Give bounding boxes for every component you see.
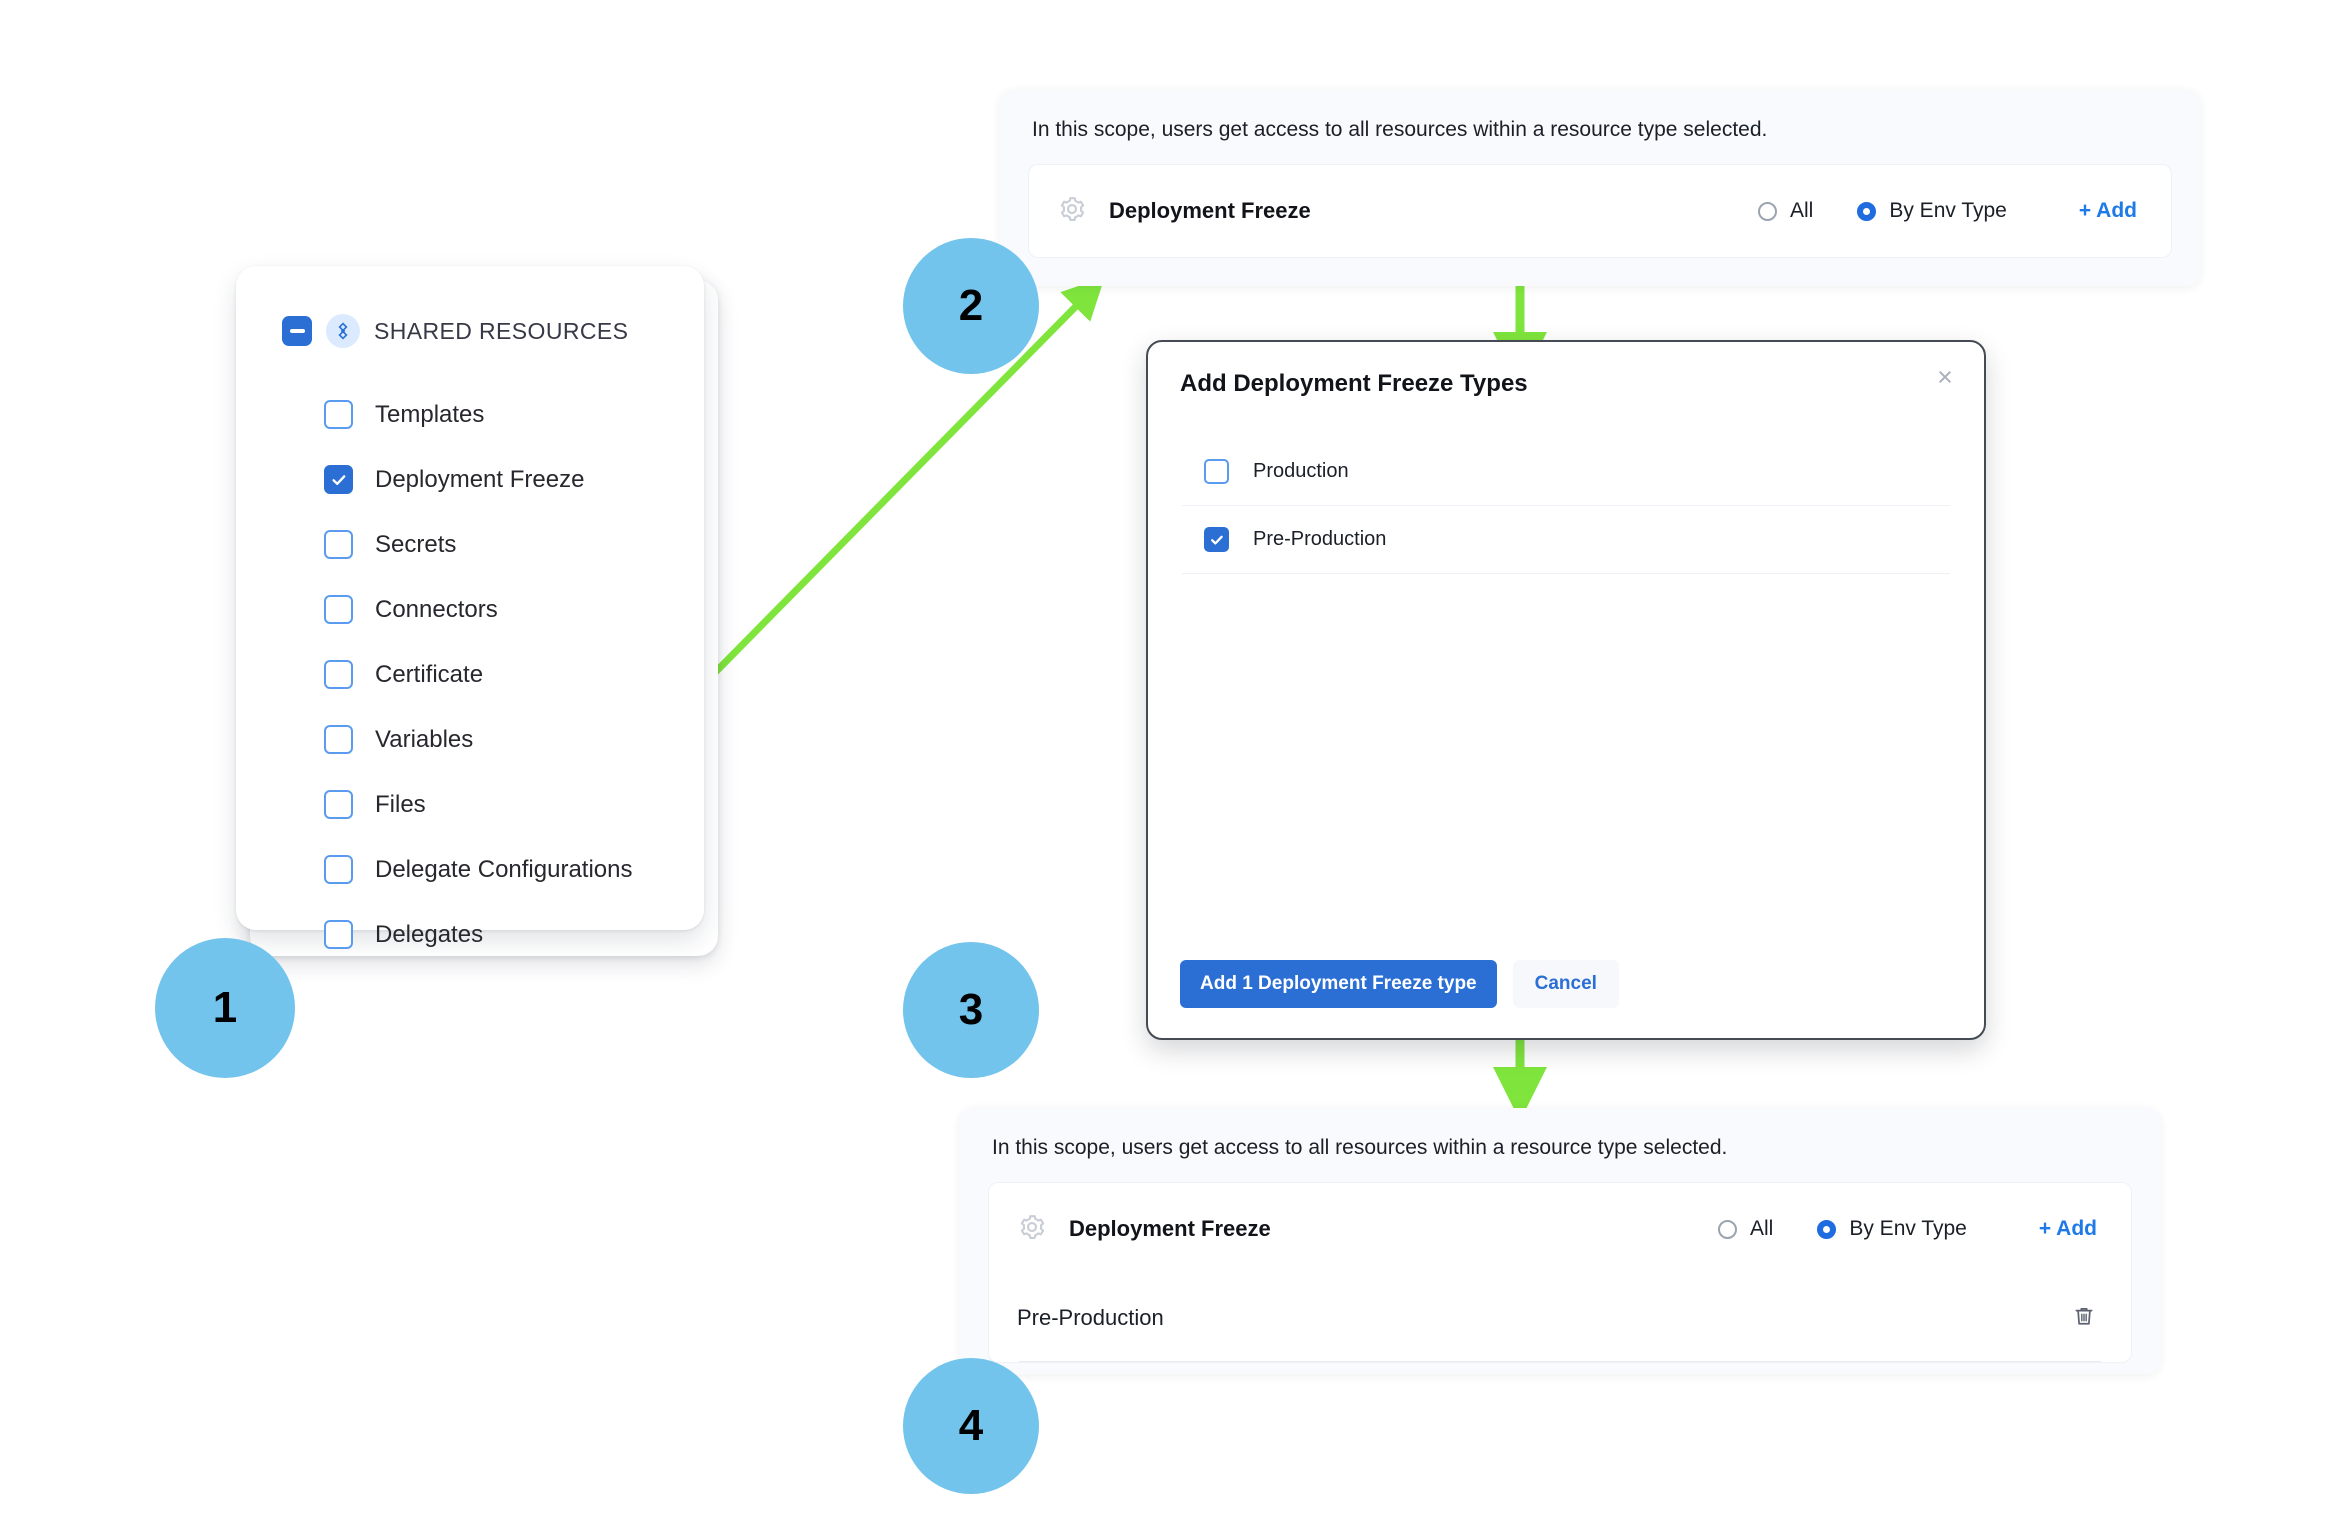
checkbox-delegate-configurations[interactable] [324, 855, 353, 884]
checkbox-deployment-freeze[interactable] [324, 465, 353, 494]
radio-option-by-env-type[interactable]: By Env Type [1817, 1217, 1967, 1241]
checkbox-delegates[interactable] [324, 920, 353, 949]
radio-by-env-type[interactable] [1857, 201, 1877, 221]
checkbox-files[interactable] [324, 790, 353, 819]
add-deployment-freeze-types-modal: Add Deployment Freeze Types × Production… [1146, 340, 1986, 1040]
list-item-label: Certificate [375, 660, 484, 688]
list-item-label: Delegates [375, 920, 484, 948]
scope-note: In this scope, users get access to all r… [992, 1136, 1728, 1159]
close-icon[interactable]: × [1937, 361, 1953, 392]
selected-entry-label: Pre-Production [1017, 1305, 1164, 1330]
shared-resources-diamond-icon [326, 314, 360, 348]
shared-resources-list: Templates Deployment Freeze Secrets Conn… [236, 382, 704, 967]
scope-resource-row: Deployment Freeze All By Env Type + Add [1029, 165, 2171, 257]
list-item[interactable]: Deployment Freeze [324, 447, 704, 512]
add-button[interactable]: + Add [2078, 199, 2137, 222]
list-item[interactable]: Production [1182, 438, 1950, 506]
radio-option-all[interactable]: All [1718, 1217, 1773, 1241]
list-item-label: Production [1253, 460, 1349, 482]
scope-panel-top: In this scope, users get access to all r… [1000, 90, 2200, 286]
list-item-label: Secrets [375, 530, 457, 558]
step-number: 2 [958, 281, 984, 330]
list-item-label: Deployment Freeze [375, 465, 585, 493]
cancel-button[interactable]: Cancel [1512, 960, 1619, 1008]
modal-options-list: Production Pre-Production [1182, 438, 1950, 574]
card-front-layer: SHARED RESOURCES Templates Deployment Fr… [236, 266, 704, 949]
radio-all[interactable] [1718, 1219, 1737, 1239]
modal-footer: Add 1 Deployment Freeze type Cancel [1180, 960, 1619, 1008]
step-marker-4: 4 [903, 1358, 1039, 1494]
scope-note: In this scope, users get access to all r… [1032, 118, 1768, 141]
checkbox-certificate[interactable] [324, 660, 353, 689]
step-marker-3: 3 [903, 942, 1039, 1078]
divider [1019, 1361, 2101, 1362]
shared-resources-card: SHARED RESOURCES Templates Deployment Fr… [236, 266, 718, 956]
list-item[interactable]: Certificate [324, 642, 704, 707]
radio-all-label: All [1750, 1217, 1774, 1240]
step-number: 1 [212, 983, 238, 1032]
radio-by-env-type[interactable] [1817, 1219, 1837, 1239]
scope-panel-bottom: In this scope, users get access to all r… [960, 1108, 2160, 1374]
list-item[interactable]: Delegates [324, 902, 704, 967]
checkbox-pre-production[interactable] [1204, 527, 1229, 552]
scope-inner-card: Deployment Freeze All By Env Type + Add … [988, 1182, 2132, 1363]
trash-icon[interactable] [2071, 1303, 2097, 1334]
checkbox-templates[interactable] [324, 400, 353, 429]
scope-resource-title: Deployment Freeze [1109, 198, 1311, 223]
list-item[interactable]: Pre-Production [1182, 506, 1950, 574]
checkbox-connectors[interactable] [324, 595, 353, 624]
gear-icon [1017, 1212, 1047, 1247]
selected-entry-row: Pre-Production [989, 1275, 2131, 1361]
modal-title: Add Deployment Freeze Types [1180, 370, 1528, 397]
list-item-label: Delegate Configurations [375, 855, 633, 883]
radio-by-env-type-label: By Env Type [1849, 1217, 1967, 1240]
list-item[interactable]: Delegate Configurations [324, 837, 704, 902]
scope-resource-row: Deployment Freeze All By Env Type + Add [989, 1183, 2131, 1275]
shared-resources-title: SHARED RESOURCES [374, 317, 629, 344]
arrow-card-to-panel2 [685, 277, 1105, 703]
radio-by-env-type-label: By Env Type [1889, 199, 2007, 222]
radio-all-label: All [1790, 199, 1814, 222]
shared-resources-indeterminate-checkbox[interactable] [282, 316, 312, 346]
add-button[interactable]: + Add [2038, 1217, 2097, 1240]
checkbox-production[interactable] [1204, 459, 1229, 484]
gear-icon [1057, 194, 1087, 229]
shared-resources-header[interactable]: SHARED RESOURCES [236, 314, 704, 348]
radio-all[interactable] [1758, 201, 1777, 221]
list-item[interactable]: Connectors [324, 577, 704, 642]
list-item[interactable]: Files [324, 772, 704, 837]
list-item-label: Connectors [375, 595, 498, 623]
add-types-button[interactable]: Add 1 Deployment Freeze type [1180, 960, 1497, 1008]
radio-option-all[interactable]: All [1758, 199, 1813, 223]
step-number: 4 [958, 1401, 984, 1450]
list-item[interactable]: Secrets [324, 512, 704, 577]
list-item-label: Files [375, 790, 426, 818]
checkbox-secrets[interactable] [324, 530, 353, 559]
radio-option-by-env-type[interactable]: By Env Type [1857, 199, 2007, 223]
checkbox-variables[interactable] [324, 725, 353, 754]
list-item[interactable]: Variables [324, 707, 704, 772]
list-item[interactable]: Templates [324, 382, 704, 447]
step-marker-1: 1 [155, 938, 295, 1078]
list-item-label: Variables [375, 725, 474, 753]
scope-inner-card: Deployment Freeze All By Env Type + Add [1028, 164, 2172, 258]
scope-resource-title: Deployment Freeze [1069, 1216, 1271, 1241]
step-number: 3 [958, 985, 984, 1034]
list-item-label: Pre-Production [1253, 528, 1387, 550]
list-item-label: Templates [375, 400, 485, 428]
step-marker-2: 2 [903, 238, 1039, 374]
